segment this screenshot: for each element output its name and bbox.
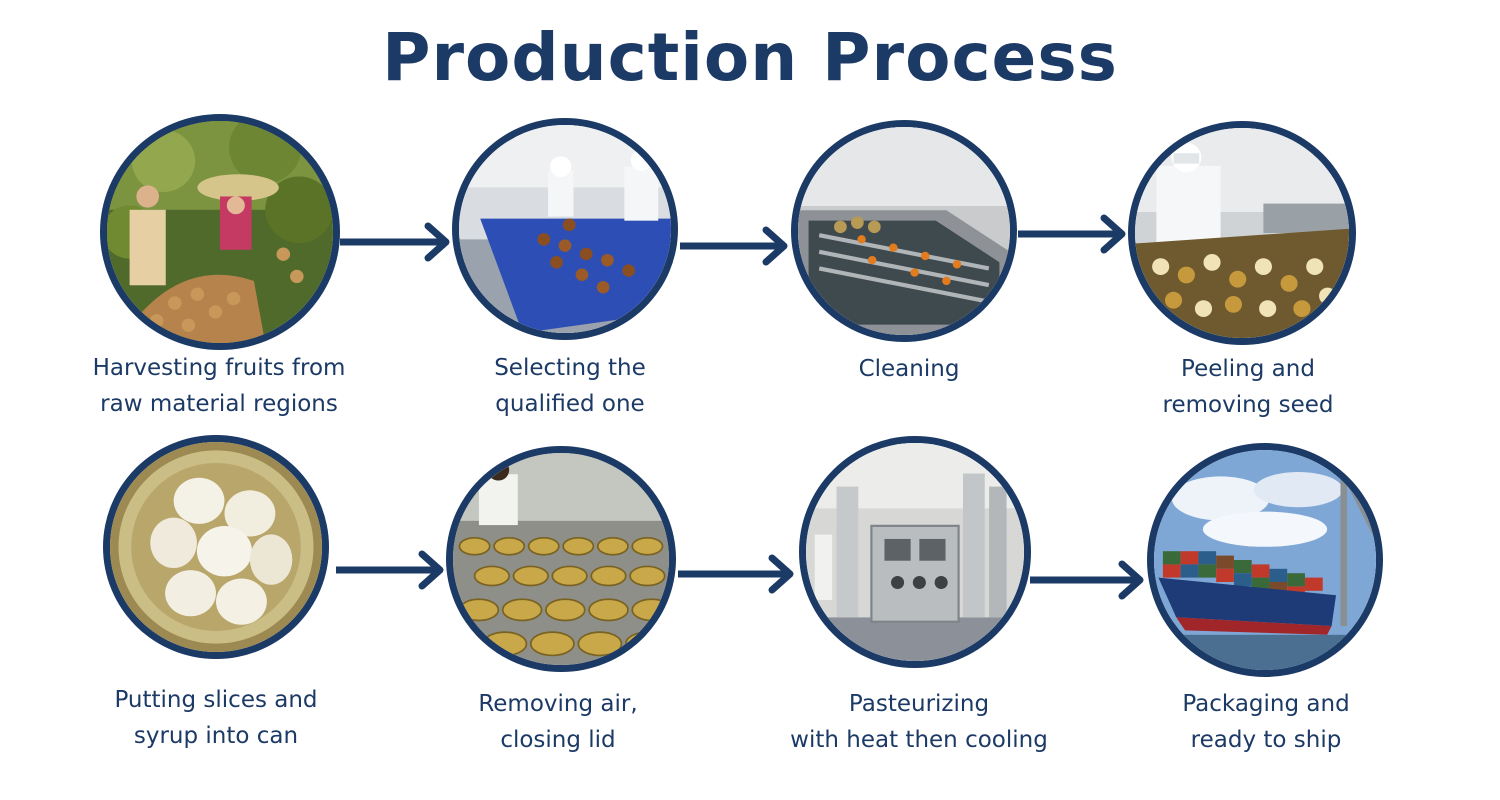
arrow-right-icon xyxy=(1018,214,1126,254)
step-6-photo-sealing xyxy=(446,446,676,672)
step-1-caption: Harvesting fruits from raw material regi… xyxy=(69,350,369,422)
step-8-caption-line-1: Packaging and xyxy=(1182,691,1350,717)
step-2-caption-line-1: Selecting the xyxy=(494,355,646,381)
step-4-caption-line-1: Peeling and xyxy=(1181,356,1315,382)
step-6-caption-line-2: closing lid xyxy=(500,727,616,753)
arrow-right-icon xyxy=(1030,560,1144,600)
step-2-photo-selecting xyxy=(452,118,678,340)
step-3-photo-cleaning xyxy=(791,120,1017,342)
step-7-caption: Pasteurizing with heat then cooling xyxy=(769,686,1069,758)
step-7-caption-line-1: Pasteurizing xyxy=(848,691,990,717)
step-1-caption-line-2: raw material regions xyxy=(100,391,338,417)
step-5-caption: Putting slices and syrup into can xyxy=(66,682,366,754)
step-4-caption: Peeling and removing seed xyxy=(1098,351,1398,423)
arrow-right-icon xyxy=(336,550,444,590)
step-2-caption: Selecting the qualified one xyxy=(420,350,720,422)
arrow-right-icon xyxy=(680,226,788,266)
step-6-caption: Removing air, closing lid xyxy=(408,686,708,758)
step-3-caption: Cleaning xyxy=(759,351,1059,387)
step-8-caption-line-2: ready to ship xyxy=(1190,727,1342,753)
step-1-caption-line-1: Harvesting fruits from xyxy=(92,355,346,381)
step-8-caption: Packaging and ready to ship xyxy=(1116,686,1416,758)
step-6-caption-line-1: Removing air, xyxy=(478,691,638,717)
step-5-caption-line-2: syrup into can xyxy=(133,723,299,749)
arrow-right-icon xyxy=(678,554,794,594)
step-7-caption-line-2: with heat then cooling xyxy=(790,727,1048,753)
step-8-photo-shipping xyxy=(1147,443,1383,677)
step-1-photo-harvesting xyxy=(100,114,340,350)
step-5-photo-canning xyxy=(103,435,329,659)
step-2-caption-line-2: qualified one xyxy=(495,391,645,417)
step-7-photo-pasteurizing xyxy=(799,436,1031,668)
step-5-caption-line-1: Putting slices and xyxy=(114,687,318,713)
page-title: Production Process xyxy=(382,19,1118,96)
step-4-photo-peeling xyxy=(1128,121,1356,345)
step-3-caption-line-1: Cleaning xyxy=(858,356,960,382)
arrow-right-icon xyxy=(340,222,450,262)
step-4-caption-line-2: removing seed xyxy=(1162,392,1334,418)
